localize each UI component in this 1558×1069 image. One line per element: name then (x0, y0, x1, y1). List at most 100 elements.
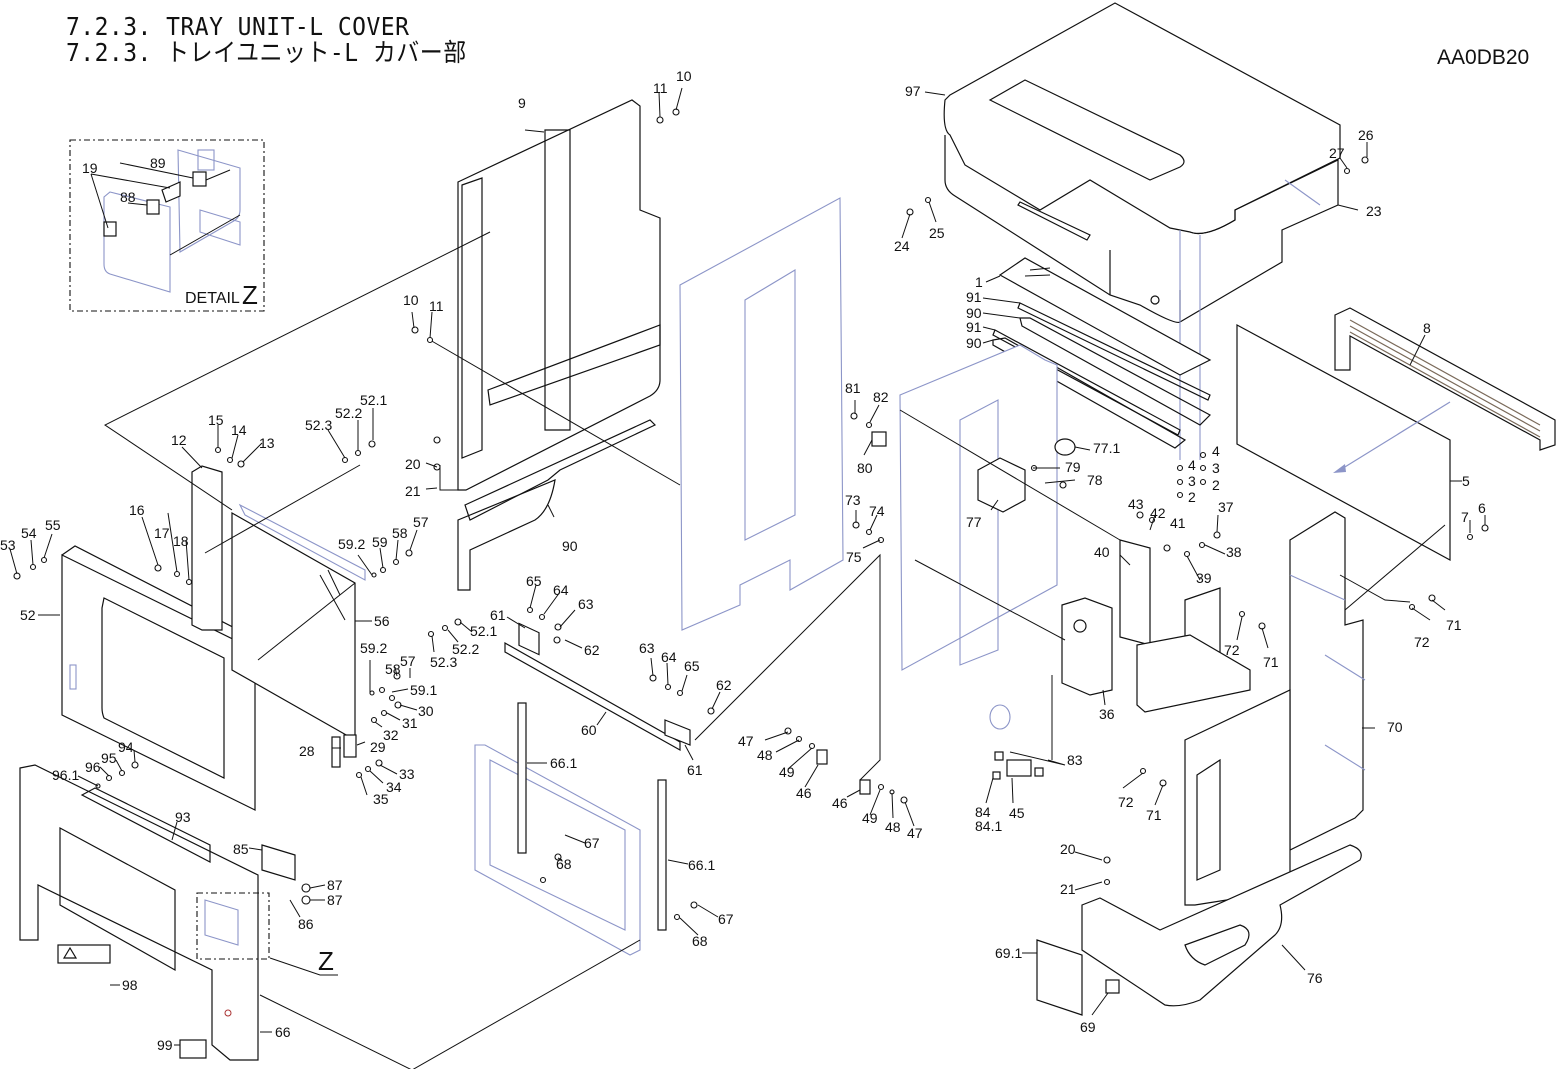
callout-94: 94 (118, 739, 134, 755)
callout-4a: 4 (1212, 443, 1220, 459)
callout-47a: 47 (738, 733, 754, 749)
callout-11a: 11 (653, 80, 668, 96)
callout-3a: 3 (1212, 460, 1220, 476)
callout-46a: 46 (796, 785, 812, 801)
callout-52-3b: 52.3 (430, 654, 457, 670)
drawing-code: AA0DB20 (1437, 46, 1530, 69)
callout-78: 78 (1087, 472, 1103, 488)
callout-59-2a: 59.2 (338, 536, 365, 552)
callout-21a: 21 (405, 483, 421, 499)
callout-4b: 4 (1188, 457, 1196, 473)
callout-24: 24 (894, 238, 910, 254)
callout-66-1a: 66.1 (550, 755, 577, 771)
callout-65a: 65 (526, 573, 542, 589)
callout-60: 60 (581, 722, 597, 738)
door-52 (61, 545, 259, 811)
clip-88-icon (103, 221, 117, 237)
callout-42: 42 (1150, 505, 1166, 521)
callout-93: 93 (175, 809, 191, 825)
callout-37: 37 (1218, 499, 1234, 515)
callout-87a: 87 (327, 877, 343, 893)
callout-80: 80 (857, 460, 873, 476)
connector-icon (989, 704, 1011, 730)
hinge-28-29 (331, 734, 357, 768)
callout-77-1: 77.1 (1093, 440, 1120, 456)
callout-49a: 49 (779, 764, 795, 780)
knob-77-1 (1054, 438, 1076, 456)
callout-68a: 68 (556, 856, 572, 872)
callout-62b: 62 (716, 677, 732, 693)
latch-88-icon (161, 181, 181, 203)
callout-97: 97 (905, 83, 921, 99)
callout-52-2a: 52.2 (335, 405, 362, 421)
detail-z-frame (69, 139, 265, 312)
callout-49b: 49 (862, 810, 878, 826)
callout-74: 74 (869, 503, 885, 519)
detail-z-inset: 19 88 89 DETAIL Z (69, 139, 265, 312)
callout-63b: 63 (639, 640, 655, 656)
fasteners (13, 108, 1489, 921)
callout-29: 29 (370, 739, 386, 755)
magnet-46a (816, 749, 828, 765)
callout-84-1: 84.1 (975, 818, 1002, 834)
callout-13: 13 (259, 435, 275, 451)
callout-52-2b: 52.2 (452, 641, 479, 657)
connector-69 (1105, 979, 1120, 994)
callout-19: 90 (562, 538, 578, 554)
callout-79: 79 (1065, 459, 1081, 475)
callout-35: 35 (373, 791, 389, 807)
callout-56: 56 (374, 613, 390, 629)
magnet-46b (859, 779, 871, 795)
warning-label-98 (57, 944, 111, 964)
callout-26: 26 (1358, 127, 1374, 143)
callout-69-1: 69.1 (995, 945, 1022, 961)
callout-72b: 72 (1414, 634, 1430, 650)
section-title-japanese: 7.2.3. トレイユニット-L カバー部 (66, 38, 467, 67)
callout-57a: 57 (413, 514, 429, 530)
callout-3b: 3 (1188, 473, 1196, 489)
callout-32: 32 (383, 727, 399, 743)
callout-53: 53 (0, 537, 16, 553)
callout-9: 9 (518, 95, 526, 111)
callout-66-1b: 66.1 (688, 857, 715, 873)
inner-frame-panel (679, 197, 1058, 671)
callout-73: 73 (845, 492, 861, 508)
detail-z-callout-box (196, 892, 270, 960)
callout-54: 54 (21, 525, 37, 541)
callout-8: 8 (1423, 320, 1431, 336)
callout-61a: 61 (490, 607, 506, 623)
detail-letter: Z (242, 280, 258, 310)
strip-91a (1017, 302, 1211, 401)
box-77 (977, 457, 1026, 513)
detail-label: DETAIL (185, 290, 240, 307)
callout-10b: 10 (403, 292, 419, 308)
callout-52-3a: 52.3 (305, 417, 332, 433)
callout-20a: 20 (405, 456, 421, 472)
callout-23: 23 (1366, 203, 1382, 219)
callout-90: 89 (150, 155, 166, 171)
panel-56 (231, 503, 366, 742)
callout-71a: 71 (1263, 654, 1279, 670)
callout-83: 83 (1067, 752, 1083, 768)
callout-81: 81 (845, 380, 861, 396)
callout-77: 77 (966, 514, 982, 530)
section-title-english: 7.2.3. TRAY UNIT-L COVER (66, 12, 410, 41)
cover-85 (261, 844, 296, 881)
switch-80 (871, 431, 887, 447)
callout-36: 36 (1099, 706, 1115, 722)
callout-5: 5 (1462, 473, 1470, 489)
callout-90b: 90 (966, 335, 982, 351)
strip-93 (80, 787, 211, 863)
callout-labels: 97 26 27 23 24 25 1 91 90 91 90 8 4 4 3 … (0, 68, 1486, 1053)
callout-66: 66 (275, 1024, 291, 1040)
plates-group (992, 257, 1212, 449)
callout-30: 30 (418, 703, 434, 719)
callout-59-1: 59.1 (410, 682, 437, 698)
callout-58a: 58 (392, 525, 408, 541)
callout-2b: 2 (1188, 489, 1196, 505)
callout-64a: 64 (553, 582, 569, 598)
callout-62a: 62 (584, 642, 600, 658)
callout-65b: 65 (684, 658, 700, 674)
callout-39: 39 (1196, 570, 1212, 586)
